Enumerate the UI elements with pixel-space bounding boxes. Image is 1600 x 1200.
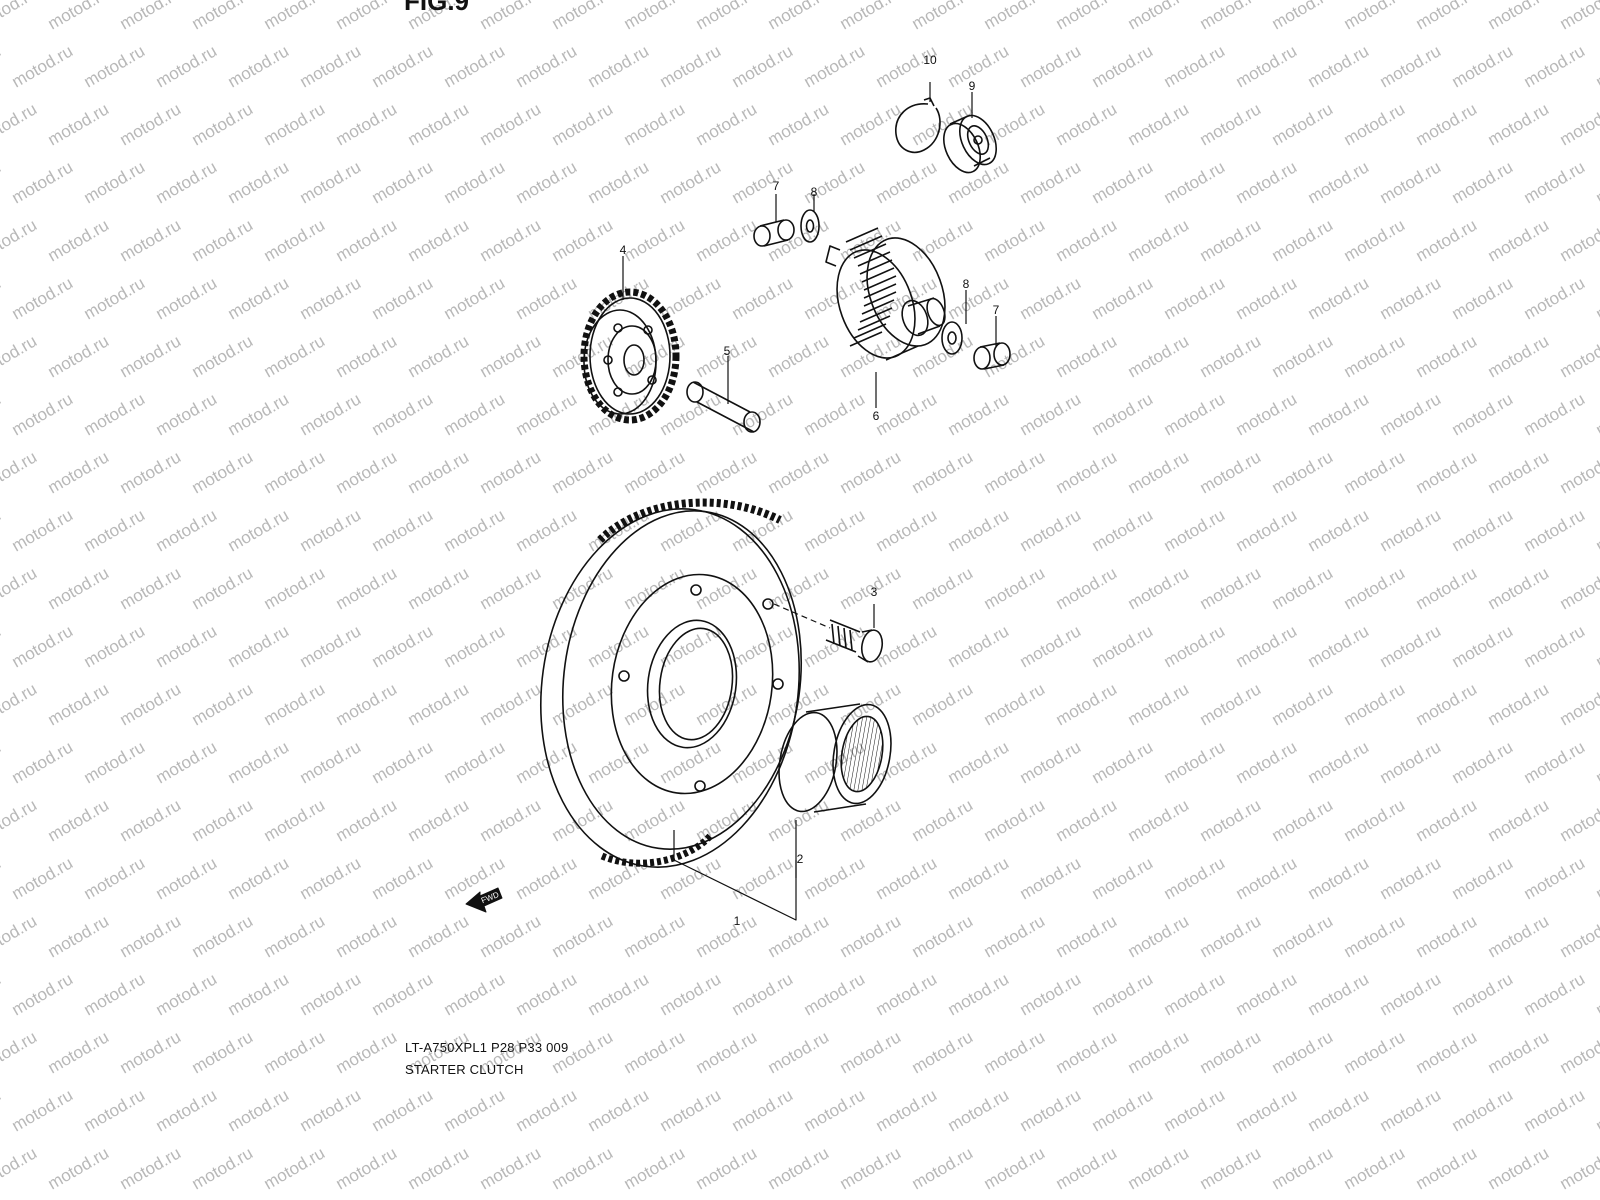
one-way-clutch-part-2: [778, 703, 892, 813]
washer-part-8-lower: [941, 321, 963, 355]
part-number-label: 4: [620, 243, 627, 257]
bush-part-7-lower: [973, 342, 1011, 370]
fwd-arrow-icon: [465, 887, 503, 913]
part-number-label: 2: [797, 852, 804, 866]
part-number-label: 7: [993, 303, 1000, 317]
circlip-part-10: [895, 97, 941, 154]
diagram-title-caption: STARTER CLUTCH: [405, 1062, 524, 1077]
bolt-part-3: [773, 603, 884, 663]
bush-part-7-upper: [753, 219, 795, 247]
shaft-part-5: [686, 381, 761, 433]
driven-gear-part-1: [539, 498, 803, 868]
bearing-part-9: [943, 114, 997, 174]
washer-part-8-upper: [800, 209, 820, 243]
part-number-label: 6: [873, 409, 880, 423]
part-number-label: 5: [724, 344, 731, 358]
part-number-label: 10: [923, 53, 937, 67]
leader-lines: [622, 82, 997, 921]
part-number-label: 7: [773, 179, 780, 193]
model-caption: LT-A750XPL1 P28 P33 009: [405, 1040, 569, 1055]
part-number-label: 8: [811, 185, 818, 199]
part-number-label: 9: [969, 79, 976, 93]
part-number-label: 1: [734, 914, 741, 928]
part-number-label: 8: [963, 277, 970, 291]
idle-gear-part-4: [580, 288, 680, 424]
figure-title: FIG.9: [404, 0, 470, 16]
part-number-label: 3: [871, 585, 878, 599]
clutch-assembly-part-6: [825, 227, 946, 361]
